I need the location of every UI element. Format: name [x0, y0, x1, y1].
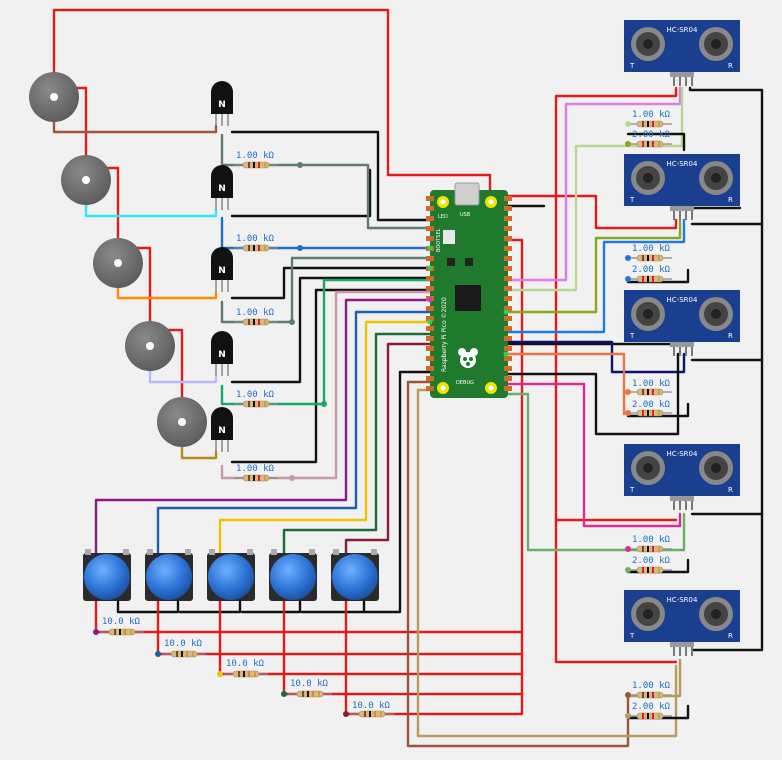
svg-text:10.0 kΩ: 10.0 kΩ	[290, 679, 329, 689]
svg-text:1.00 kΩ: 1.00 kΩ	[632, 379, 671, 389]
ultrasonic-sensor: HC-SR04 T R	[624, 590, 740, 656]
transistor: N	[211, 247, 233, 292]
buzzer	[93, 238, 143, 288]
svg-text:2.00 kΩ: 2.00 kΩ	[632, 130, 671, 140]
svg-text:BOOTSEL: BOOTSEL	[436, 228, 442, 252]
svg-text:1.00 kΩ: 1.00 kΩ	[236, 308, 275, 318]
buzzers	[29, 72, 207, 447]
svg-text:1.00 kΩ: 1.00 kΩ	[632, 681, 671, 691]
ultrasonic-sensor: HC-SR04 T R	[624, 290, 740, 356]
ultrasonic-sensor: HC-SR04 T R	[624, 444, 740, 510]
svg-text:2.00 kΩ: 2.00 kΩ	[632, 556, 671, 566]
svg-text:N: N	[218, 184, 226, 194]
svg-text:1.00 kΩ: 1.00 kΩ	[236, 234, 275, 244]
svg-text:R: R	[728, 332, 733, 340]
svg-text:USB: USB	[460, 212, 471, 218]
svg-text:1.00 kΩ: 1.00 kΩ	[632, 244, 671, 254]
svg-text:R: R	[728, 486, 733, 494]
svg-text:N: N	[218, 426, 226, 436]
svg-text:HC-SR04: HC-SR04	[667, 160, 698, 168]
transistor: N	[211, 165, 233, 210]
transistor-resistors: 1.00 kΩ 1.00 kΩ 1.00 kΩ 1.00 kΩ 1.00 kΩ	[233, 151, 327, 482]
push-button	[331, 549, 379, 601]
transistors: N N N N N	[211, 81, 233, 452]
svg-text:1.00 kΩ: 1.00 kΩ	[632, 535, 671, 545]
svg-text:2.00 kΩ: 2.00 kΩ	[632, 400, 671, 410]
svg-text:HC-SR04: HC-SR04	[667, 26, 698, 34]
push-button	[83, 549, 131, 601]
ultrasonic-sensor: HC-SR04 T R	[624, 154, 740, 220]
svg-text:1.00 kΩ: 1.00 kΩ	[236, 151, 275, 161]
svg-text:T: T	[629, 632, 635, 640]
push-button	[207, 549, 255, 601]
svg-text:HC-SR04: HC-SR04	[667, 596, 698, 604]
buzzer	[61, 155, 111, 205]
transistor: N	[211, 407, 233, 452]
svg-text:N: N	[218, 350, 226, 360]
buzzer	[157, 397, 207, 447]
svg-text:2.00 kΩ: 2.00 kΩ	[632, 265, 671, 275]
svg-text:1.00 kΩ: 1.00 kΩ	[632, 110, 671, 120]
svg-text:N: N	[218, 100, 226, 110]
svg-text:10.0 kΩ: 10.0 kΩ	[164, 639, 203, 649]
push-buttons	[83, 549, 379, 601]
buzzer	[29, 72, 79, 122]
svg-text:10.0 kΩ: 10.0 kΩ	[102, 617, 141, 627]
svg-text:10.0 kΩ: 10.0 kΩ	[226, 659, 265, 669]
svg-text:10.0 kΩ: 10.0 kΩ	[352, 701, 391, 711]
raspberry-pi-pico: LED USB BOOTSEL DEBUG Raspberry Pi Pico …	[426, 182, 512, 398]
ultrasonic-sensors: HC-SR04 T R HC-SR04 T R HC-SR04 T R	[624, 20, 740, 656]
push-button	[269, 549, 317, 601]
ultrasonic-sensor: HC-SR04 T R	[624, 20, 740, 86]
svg-text:T: T	[629, 62, 635, 70]
buzzer	[125, 321, 175, 371]
wires	[52, 8, 764, 748]
transistor: N	[211, 81, 233, 126]
svg-text:DEBUG: DEBUG	[456, 380, 474, 386]
svg-text:1.00 kΩ: 1.00 kΩ	[236, 390, 275, 400]
svg-text:Raspberry Pi Pico ©2020: Raspberry Pi Pico ©2020	[441, 297, 448, 372]
svg-text:R: R	[728, 196, 733, 204]
transistor: N	[211, 331, 233, 376]
svg-text:LED: LED	[438, 214, 448, 220]
svg-text:HC-SR04: HC-SR04	[667, 296, 698, 304]
svg-text:R: R	[728, 62, 733, 70]
svg-text:T: T	[629, 196, 635, 204]
svg-text:2.00 kΩ: 2.00 kΩ	[632, 702, 671, 712]
sensor-resistors: 1.00 kΩ 2.00 kΩ 1.00 kΩ 2.00 kΩ 1.00 kΩ …	[625, 110, 673, 720]
svg-text:R: R	[728, 632, 733, 640]
svg-text:T: T	[629, 486, 635, 494]
push-button	[145, 549, 193, 601]
button-resistors: 10.0 kΩ 10.0 kΩ 10.0 kΩ 10.0 kΩ 10.0 kΩ	[93, 617, 395, 718]
svg-text:HC-SR04: HC-SR04	[667, 450, 698, 458]
svg-text:N: N	[218, 266, 226, 276]
svg-text:T: T	[629, 332, 635, 340]
svg-text:1.00 kΩ: 1.00 kΩ	[236, 464, 275, 474]
